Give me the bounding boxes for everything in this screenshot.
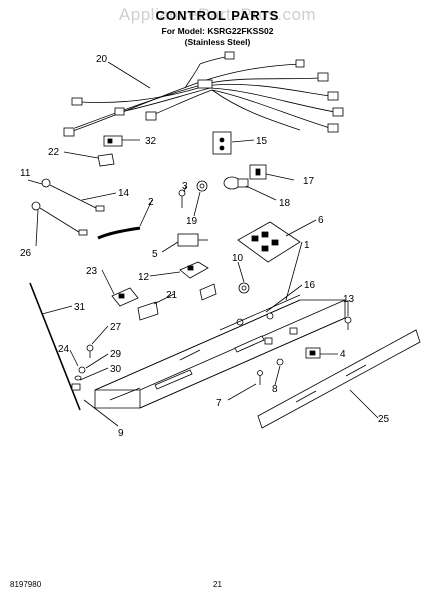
model-line: For Model: KSRG22FKSS02 <box>161 26 274 36</box>
callout-16: 16 <box>304 280 316 291</box>
part-14-sensor <box>41 178 105 212</box>
part-17-socket <box>249 164 267 180</box>
callout-19: 19 <box>186 216 198 227</box>
watermark: AppliancePartsPros.com <box>118 5 317 24</box>
callout-27: 27 <box>110 322 122 333</box>
page-number: 21 <box>213 580 222 589</box>
part-21-label <box>137 283 217 321</box>
callout-6: 6 <box>318 215 324 226</box>
callout-1: 1 <box>304 240 310 251</box>
callout-5: 5 <box>152 249 158 260</box>
callout-29: 29 <box>110 349 122 360</box>
part-3-screw <box>178 189 186 208</box>
callout-4: 4 <box>340 349 346 360</box>
part-18-bulb <box>223 176 249 190</box>
part-22-clip <box>97 153 115 167</box>
callout-labels: 20 32 15 22 11 14 2 3 19 17 18 6 5 26 1 … <box>20 54 390 439</box>
part-26-sensor <box>31 201 88 236</box>
part-6-control-board <box>237 221 301 263</box>
part-24-washer <box>74 375 82 381</box>
callout-2: 2 <box>148 197 154 208</box>
part-12-bracket <box>179 261 209 279</box>
part-29-clip <box>78 366 86 374</box>
leader-lines <box>27 61 379 427</box>
part-5-switch <box>177 233 208 247</box>
part-32-connector <box>103 135 123 147</box>
callout-31: 31 <box>74 302 86 313</box>
callout-32: 32 <box>145 136 157 147</box>
callout-26: 26 <box>20 248 32 259</box>
callout-17: 17 <box>303 176 315 187</box>
part-10-knob <box>238 282 250 294</box>
part-27-screw <box>86 344 94 358</box>
callout-30: 30 <box>110 364 122 375</box>
part-7-screw <box>257 370 263 385</box>
part-4-connector <box>305 347 321 359</box>
callout-25: 25 <box>378 414 390 425</box>
callout-7: 7 <box>216 398 222 409</box>
callout-24: 24 <box>58 344 70 355</box>
callout-15: 15 <box>256 136 268 147</box>
variant-line: (Stainless Steel) <box>184 37 251 47</box>
callout-11: 11 <box>20 168 31 179</box>
callout-9: 9 <box>118 428 124 439</box>
part-31-rod <box>29 282 81 411</box>
part-23-bracket <box>111 287 139 307</box>
callout-21: 21 <box>166 290 178 301</box>
callout-14: 14 <box>118 188 130 199</box>
callout-12: 12 <box>138 272 150 283</box>
part-30-spacer <box>71 383 81 391</box>
callout-18: 18 <box>279 198 291 209</box>
callout-10: 10 <box>232 253 244 264</box>
callout-3: 3 <box>182 181 188 192</box>
document-number: 8197980 <box>10 580 42 589</box>
callout-22: 22 <box>48 147 60 158</box>
wire-harness <box>63 51 344 137</box>
callout-8: 8 <box>272 384 278 395</box>
part-15-plate <box>212 131 232 155</box>
part-19-grommet <box>196 180 208 192</box>
page-title: CONTROL PARTS <box>155 8 280 23</box>
callout-20: 20 <box>96 54 108 65</box>
callout-23: 23 <box>86 266 98 277</box>
part-8-screw <box>276 358 284 366</box>
part-1-control-housing <box>94 294 346 409</box>
callout-13: 13 <box>343 294 355 305</box>
part-2-tube <box>97 226 141 240</box>
part-13-screw <box>344 316 352 330</box>
part-25-trim-strip <box>257 329 421 429</box>
